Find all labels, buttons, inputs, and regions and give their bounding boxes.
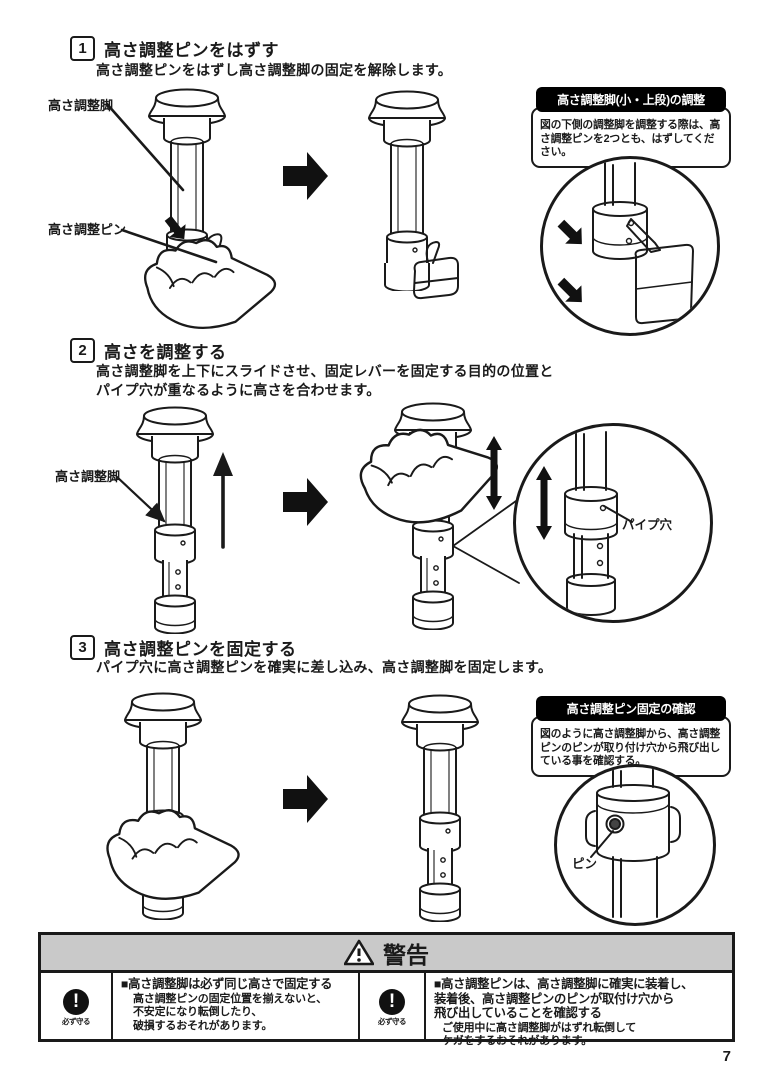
right-arrow-icon-step3 (283, 775, 328, 823)
right-arrow-icon-step1 (283, 152, 328, 200)
label-pin: ピン (572, 857, 598, 871)
note-title-step1: 高さ調整脚(小・上段)の調整 (536, 87, 726, 112)
mandatory-icon-cell-2: ! 必ず守る (360, 973, 426, 1042)
warning-item-2: ■高さ調整ピンは、高さ調整脚に確実に装着し、 装着後、高さ調整ピンのピンが取付け… (426, 973, 732, 1047)
warning-triangle-icon (344, 939, 374, 966)
detail-circle-step1 (540, 156, 720, 336)
detail-circle-step2: パイプ穴 (513, 423, 713, 623)
label-height-adjust-pin: 高さ調整ピン (48, 222, 127, 237)
hand-illustration-step1 (143, 238, 277, 330)
warning-item-2-title: ■高さ調整ピンは、高さ調整脚に確実に装着し、 装着後、高さ調整ピンのピンが取付け… (434, 977, 694, 1020)
hand-illustration-step3 (106, 809, 240, 901)
note-title-step3: 高さ調整ピン固定の確認 (536, 696, 726, 721)
warning-header-label: 警告 (383, 941, 429, 968)
note-body-step1: 図の下側の調整脚を調整する際は、高さ調整ピンを2つとも、はずしてください。 (531, 107, 731, 168)
removed-pin-illustration (413, 241, 459, 300)
step-2-number: 2 (70, 338, 95, 363)
step-2-title: 高さを調整する (104, 343, 227, 362)
warning-item-1-body: 高さ調整ピンの固定位置を揃えないと、 不安定になり転倒したり、 破損するおそれが… (133, 992, 327, 1032)
note-box-step1: 高さ調整脚(小・上段)の調整 図の下側の調整脚を調整する際は、高さ調整ピンを2つ… (531, 87, 731, 168)
detail-drawing-step2 (536, 431, 633, 616)
step-3-description: パイプ穴に高さ調整ピンを確実に差し込み、高さ調整脚を固定します。 (96, 659, 553, 675)
detail-drawing-step3 (585, 768, 681, 918)
step-3-header: 3 高さ調整ピンを固定する (70, 635, 297, 660)
warning-header: 警告 (41, 935, 732, 973)
step-2-header: 2 高さを調整する (70, 338, 227, 363)
label-pipe-hole: パイプ穴 (622, 518, 673, 532)
warning-section: 警告 ! 必ず守る ■高さ調整脚は必ず同じ高さで固定する 高さ調整ピンの固定位置… (38, 932, 735, 1047)
hand-illustration-step2 (354, 418, 505, 526)
step-2-description: 高さ調整脚を上下にスライドさせ、固定レバーを固定する目的の位置と パイプ穴が重な… (96, 363, 554, 398)
mandatory-icon-label-1: 必ず守る (62, 1016, 91, 1026)
warning-item-1: ■高さ調整脚は必ず同じ高さで固定する 高さ調整ピンの固定位置を揃えないと、 不安… (113, 973, 360, 1042)
mandatory-icon-cell-1: ! 必ず守る (41, 973, 113, 1042)
label-height-adjust-leg: 高さ調整脚 (48, 98, 114, 113)
page-number: 7 (722, 1048, 731, 1065)
step-3-number: 3 (70, 635, 95, 660)
step-1-description: 高さ調整ピンをはずし高さ調整脚の固定を解除します。 (96, 62, 453, 78)
right-arrow-icon-step2 (283, 478, 328, 526)
warning-body: ! 必ず守る ■高さ調整脚は必ず同じ高さで固定する 高さ調整ピンの固定位置を揃え… (41, 973, 732, 1047)
leg-illustration-step2-left (136, 406, 214, 634)
detail-circle-step3: ピン (554, 764, 716, 926)
mandatory-icon-label-2: 必ず守る (378, 1016, 407, 1026)
detail-drawing-step1 (552, 162, 694, 325)
mandatory-icon-1: ! (63, 988, 89, 1015)
step-1-header: 1 高さ調整ピンをはずす (70, 36, 279, 61)
step-3-title: 高さ調整ピンを固定する (104, 640, 297, 659)
warning-item-1-title: ■高さ調整脚は必ず同じ高さで固定する (121, 977, 333, 991)
step-1-number: 1 (70, 36, 95, 61)
step-1-title: 高さ調整ピンをはずす (104, 41, 279, 60)
leg-illustration-step3-right (401, 694, 479, 922)
warning-item-2-body: ご使用中に高さ調整脚がはずれ転倒して ケガをするおそれがあります。 (442, 1021, 637, 1048)
label-height-adjust-leg-step2: 高さ調整脚 (55, 469, 121, 484)
mandatory-icon-2: ! (379, 988, 405, 1015)
